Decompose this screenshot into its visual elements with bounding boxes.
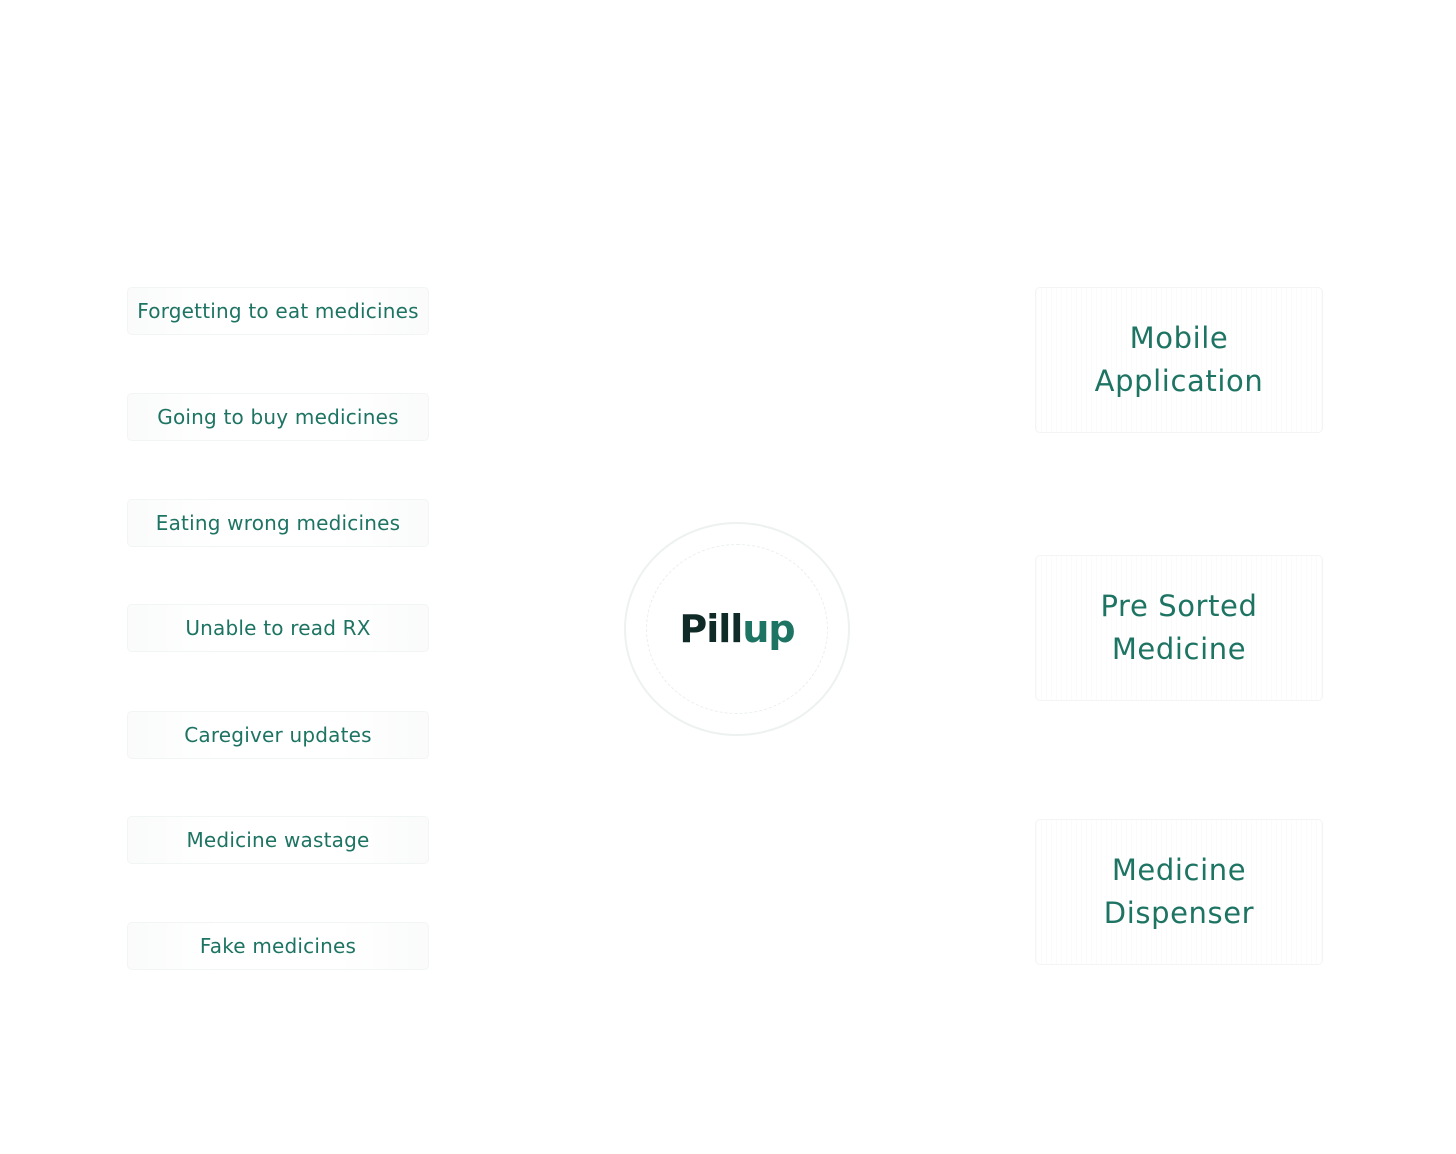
problem-label: Eating wrong medicines [155,511,401,535]
logo-text-pill: Pill [679,607,743,651]
pillup-logo: Pillup [679,607,795,651]
solution-medicine-dispenser: Medicine Dispenser [1036,820,1322,964]
problem-item-caregiver: Caregiver updates [128,712,428,758]
solution-pre-sorted-medicine: Pre Sorted Medicine [1036,556,1322,700]
solution-label: Medicine Dispenser [1103,853,1255,930]
pillup-hub: Pillup [624,522,850,736]
hub-inner-ring [646,544,828,714]
solution-label: Pre Sorted Medicine [1100,589,1258,666]
problem-label: Unable to read RX [185,616,371,640]
problem-item-rx: Unable to read RX [128,605,428,651]
logo-text-up: up [742,607,795,651]
problem-label: Fake medicines [199,934,357,958]
problem-item-forgetting: Forgetting to eat medicines [128,288,428,334]
problem-label: Medicine wastage [186,828,370,852]
problem-label: Forgetting to eat medicines [137,299,419,323]
problem-label: Going to buy medicines [157,405,399,429]
solution-mobile-application: Mobile Application [1036,288,1322,432]
problem-label: Caregiver updates [184,723,372,747]
hub-outer-ring [624,522,850,736]
problem-item-wastage: Medicine wastage [128,817,428,863]
problem-item-fake: Fake medicines [128,923,428,969]
problem-item-buying: Going to buy medicines [128,394,428,440]
problem-item-wrong-medicine: Eating wrong medicines [128,500,428,546]
solution-label: Mobile Application [1094,321,1264,398]
